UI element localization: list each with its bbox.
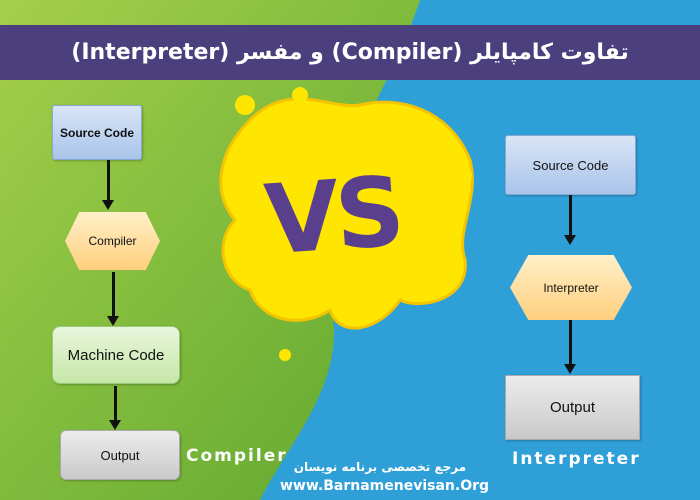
arrow-icon — [564, 320, 576, 374]
arrow-icon — [564, 195, 576, 245]
interpreter-output-box: Output — [505, 375, 640, 440]
website-link[interactable]: www.Barnamenevisan.Org — [280, 478, 490, 494]
credits: مرجع تخصصی برنامه نویسان www.Barnamenevi… — [280, 458, 490, 496]
compiler-hexagon: Compiler — [65, 212, 160, 270]
arrow-icon — [109, 386, 121, 430]
vs-text: VS — [261, 155, 405, 277]
interpreter-source-code-box: Source Code — [505, 135, 636, 195]
page-title: تفاوت کامپایلر (Compiler) و مفسر (Interp… — [0, 25, 700, 80]
tagline: مرجع تخصصی برنامه نویسان — [293, 460, 467, 474]
compiler-source-code-box: Source Code — [52, 105, 142, 160]
machine-code-box: Machine Code — [52, 326, 180, 384]
arrow-icon — [102, 160, 114, 210]
interpreter-label: Interpreter — [512, 449, 641, 469]
compiler-label: Compiler — [186, 446, 288, 466]
interpreter-hexagon: Interpreter — [510, 255, 632, 320]
vs-splash — [219, 87, 474, 361]
compiler-output-box: Output — [60, 430, 180, 480]
arrow-icon — [107, 272, 119, 326]
